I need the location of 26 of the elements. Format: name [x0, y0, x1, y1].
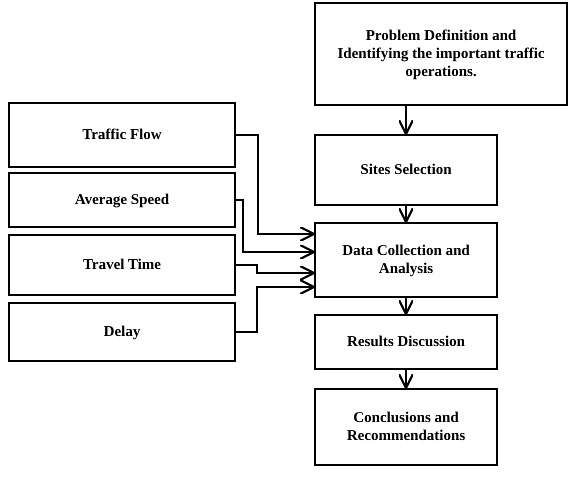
arrow [236, 199, 316, 260]
box-label: Average Speed [74, 191, 170, 209]
arrow [398, 106, 414, 136]
process-box [314, 222, 498, 298]
process-box [314, 2, 568, 106]
box-label: Conclusions and Recommendations [346, 409, 466, 445]
box-label: Problem Definition and Identifying the important traffic operations. [336, 27, 546, 81]
process-box [8, 234, 236, 296]
process-box [8, 302, 236, 362]
process-box [8, 102, 236, 168]
box-label: Data Collection and Analysis [341, 242, 471, 278]
process-box [314, 388, 498, 466]
arrow [398, 370, 414, 390]
process-box [8, 172, 236, 228]
box-label: Travel Time [83, 256, 161, 274]
box-label: Delay [104, 323, 140, 341]
process-box [314, 134, 498, 206]
arrow [398, 298, 414, 316]
arrow [236, 134, 316, 242]
arrow [398, 206, 414, 224]
box-label: Sites Selection [360, 161, 452, 179]
box-label: Traffic Flow [82, 126, 162, 144]
box-label: Results Discussion [347, 333, 465, 351]
arrow [236, 278, 316, 333]
arrow [236, 264, 316, 282]
process-box [314, 314, 498, 370]
